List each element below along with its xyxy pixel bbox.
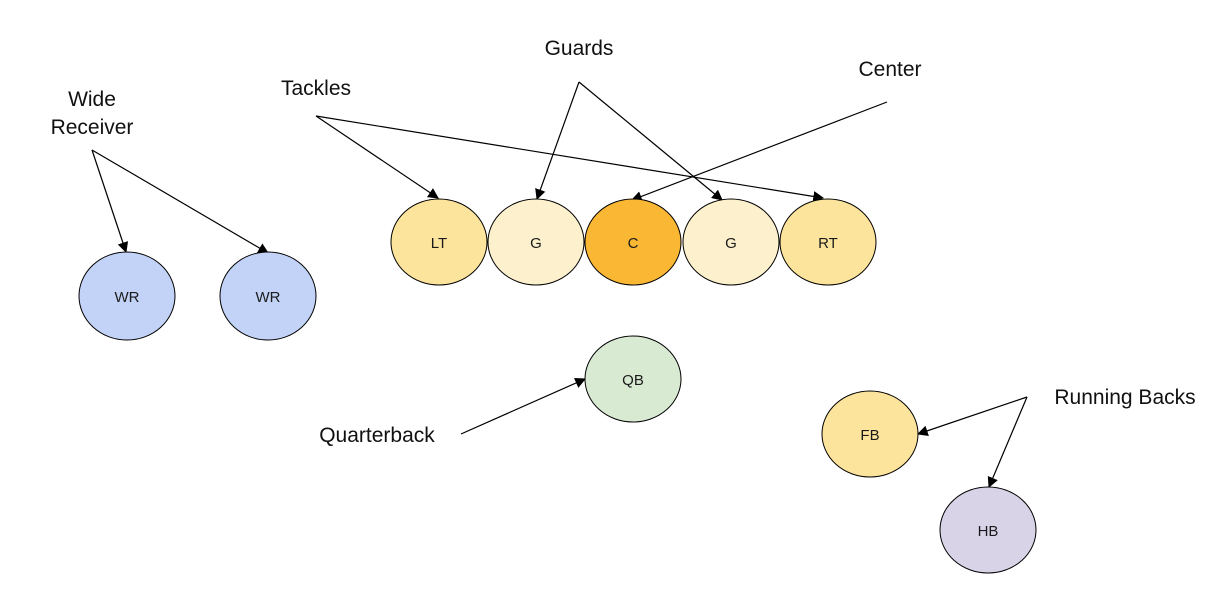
node-qb-label: QB: [622, 372, 644, 389]
arrow-rg: [578, 81, 723, 201]
label-running-backs: Running Backs: [1054, 386, 1195, 409]
label-quarterback: Quarterback: [319, 424, 435, 447]
label-tackles: Tackles: [281, 77, 351, 100]
arrow-hb: [987, 396, 1028, 488]
node-fb: [821, 390, 919, 478]
arrow-fb: [916, 396, 1028, 436]
arrow-lg: [535, 81, 580, 201]
node-hb-label: HB: [978, 523, 999, 540]
node-rg: [682, 198, 780, 286]
arrow-wr-left: [91, 149, 129, 254]
arrow-c: [630, 101, 888, 202]
node-rt: [779, 198, 877, 286]
node-lg: [487, 198, 585, 286]
node-wr-left: [78, 251, 176, 341]
node-lt-label: LT: [431, 235, 447, 252]
arrow-wr-right: [91, 149, 269, 254]
arrow-rt: [315, 115, 825, 202]
node-wr-right: [219, 251, 317, 341]
node-lg-label: G: [530, 235, 542, 252]
node-qb: [584, 335, 682, 423]
group-labels: Wide Receiver Tackles Guards Center Quar…: [51, 37, 1196, 447]
node-c: [584, 198, 682, 286]
label-wide-receiver-line1: Wide: [68, 88, 116, 111]
arrow-qb: [460, 378, 586, 435]
label-center: Center: [858, 58, 921, 81]
label-wide-receiver-line2: Receiver: [51, 116, 134, 139]
node-fb-label: FB: [860, 427, 879, 444]
player-nodes: WR WR LT G C G RT QB FB HB: [78, 198, 1037, 574]
pointer-lines: [91, 81, 1028, 488]
node-wr-left-label: WR: [115, 289, 140, 306]
node-rt-label: RT: [818, 235, 838, 252]
arrow-lt: [315, 115, 439, 199]
node-rg-label: G: [725, 235, 737, 252]
node-lt: [390, 198, 488, 286]
node-wr-right-label: WR: [256, 289, 281, 306]
node-hb: [939, 486, 1037, 574]
label-guards: Guards: [545, 37, 614, 60]
node-c-label: C: [628, 235, 639, 252]
